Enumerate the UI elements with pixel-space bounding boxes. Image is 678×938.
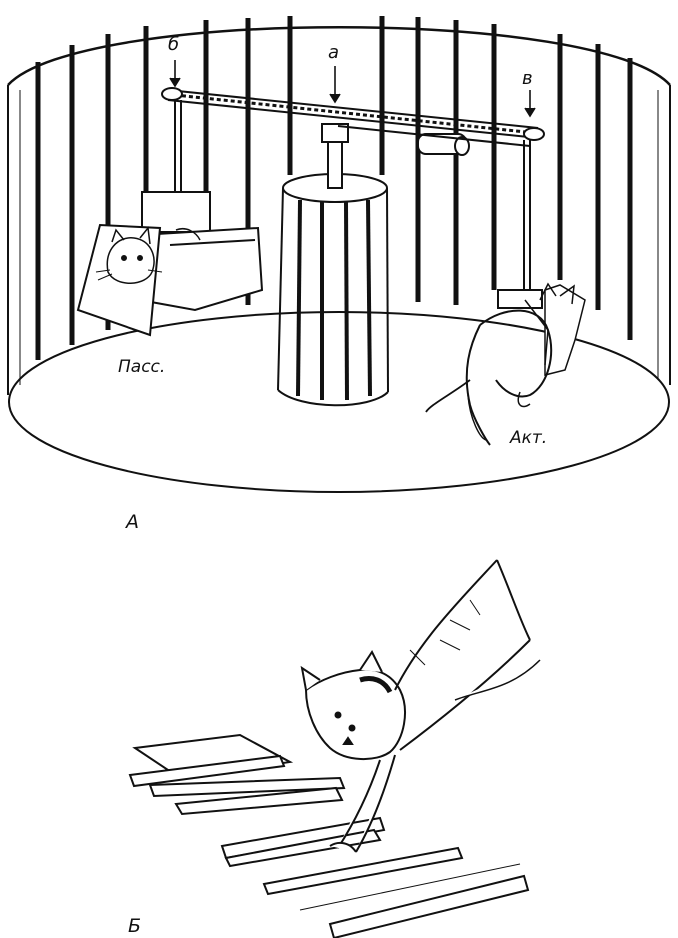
label-passive: Пасс. [118, 357, 165, 377]
label-active: Акт. [509, 428, 547, 448]
passive-gondola [76, 191, 264, 337]
panel-b [128, 559, 541, 938]
central-column [277, 123, 389, 407]
marker-a-label: а [328, 42, 339, 63]
panel-a-caption: А [124, 511, 139, 533]
active-cat [425, 282, 586, 446]
marker-arrows [169, 60, 536, 118]
panel-a [7, 16, 671, 493]
cat-b [300, 559, 541, 853]
overhead-beam [161, 87, 545, 156]
marker-b-label: б [168, 34, 179, 55]
planks [128, 733, 530, 938]
arena-floor [8, 311, 670, 493]
passive-cat-head [106, 237, 155, 284]
marker-v-label: в [522, 68, 533, 89]
panel-b-caption: Б [128, 915, 141, 937]
